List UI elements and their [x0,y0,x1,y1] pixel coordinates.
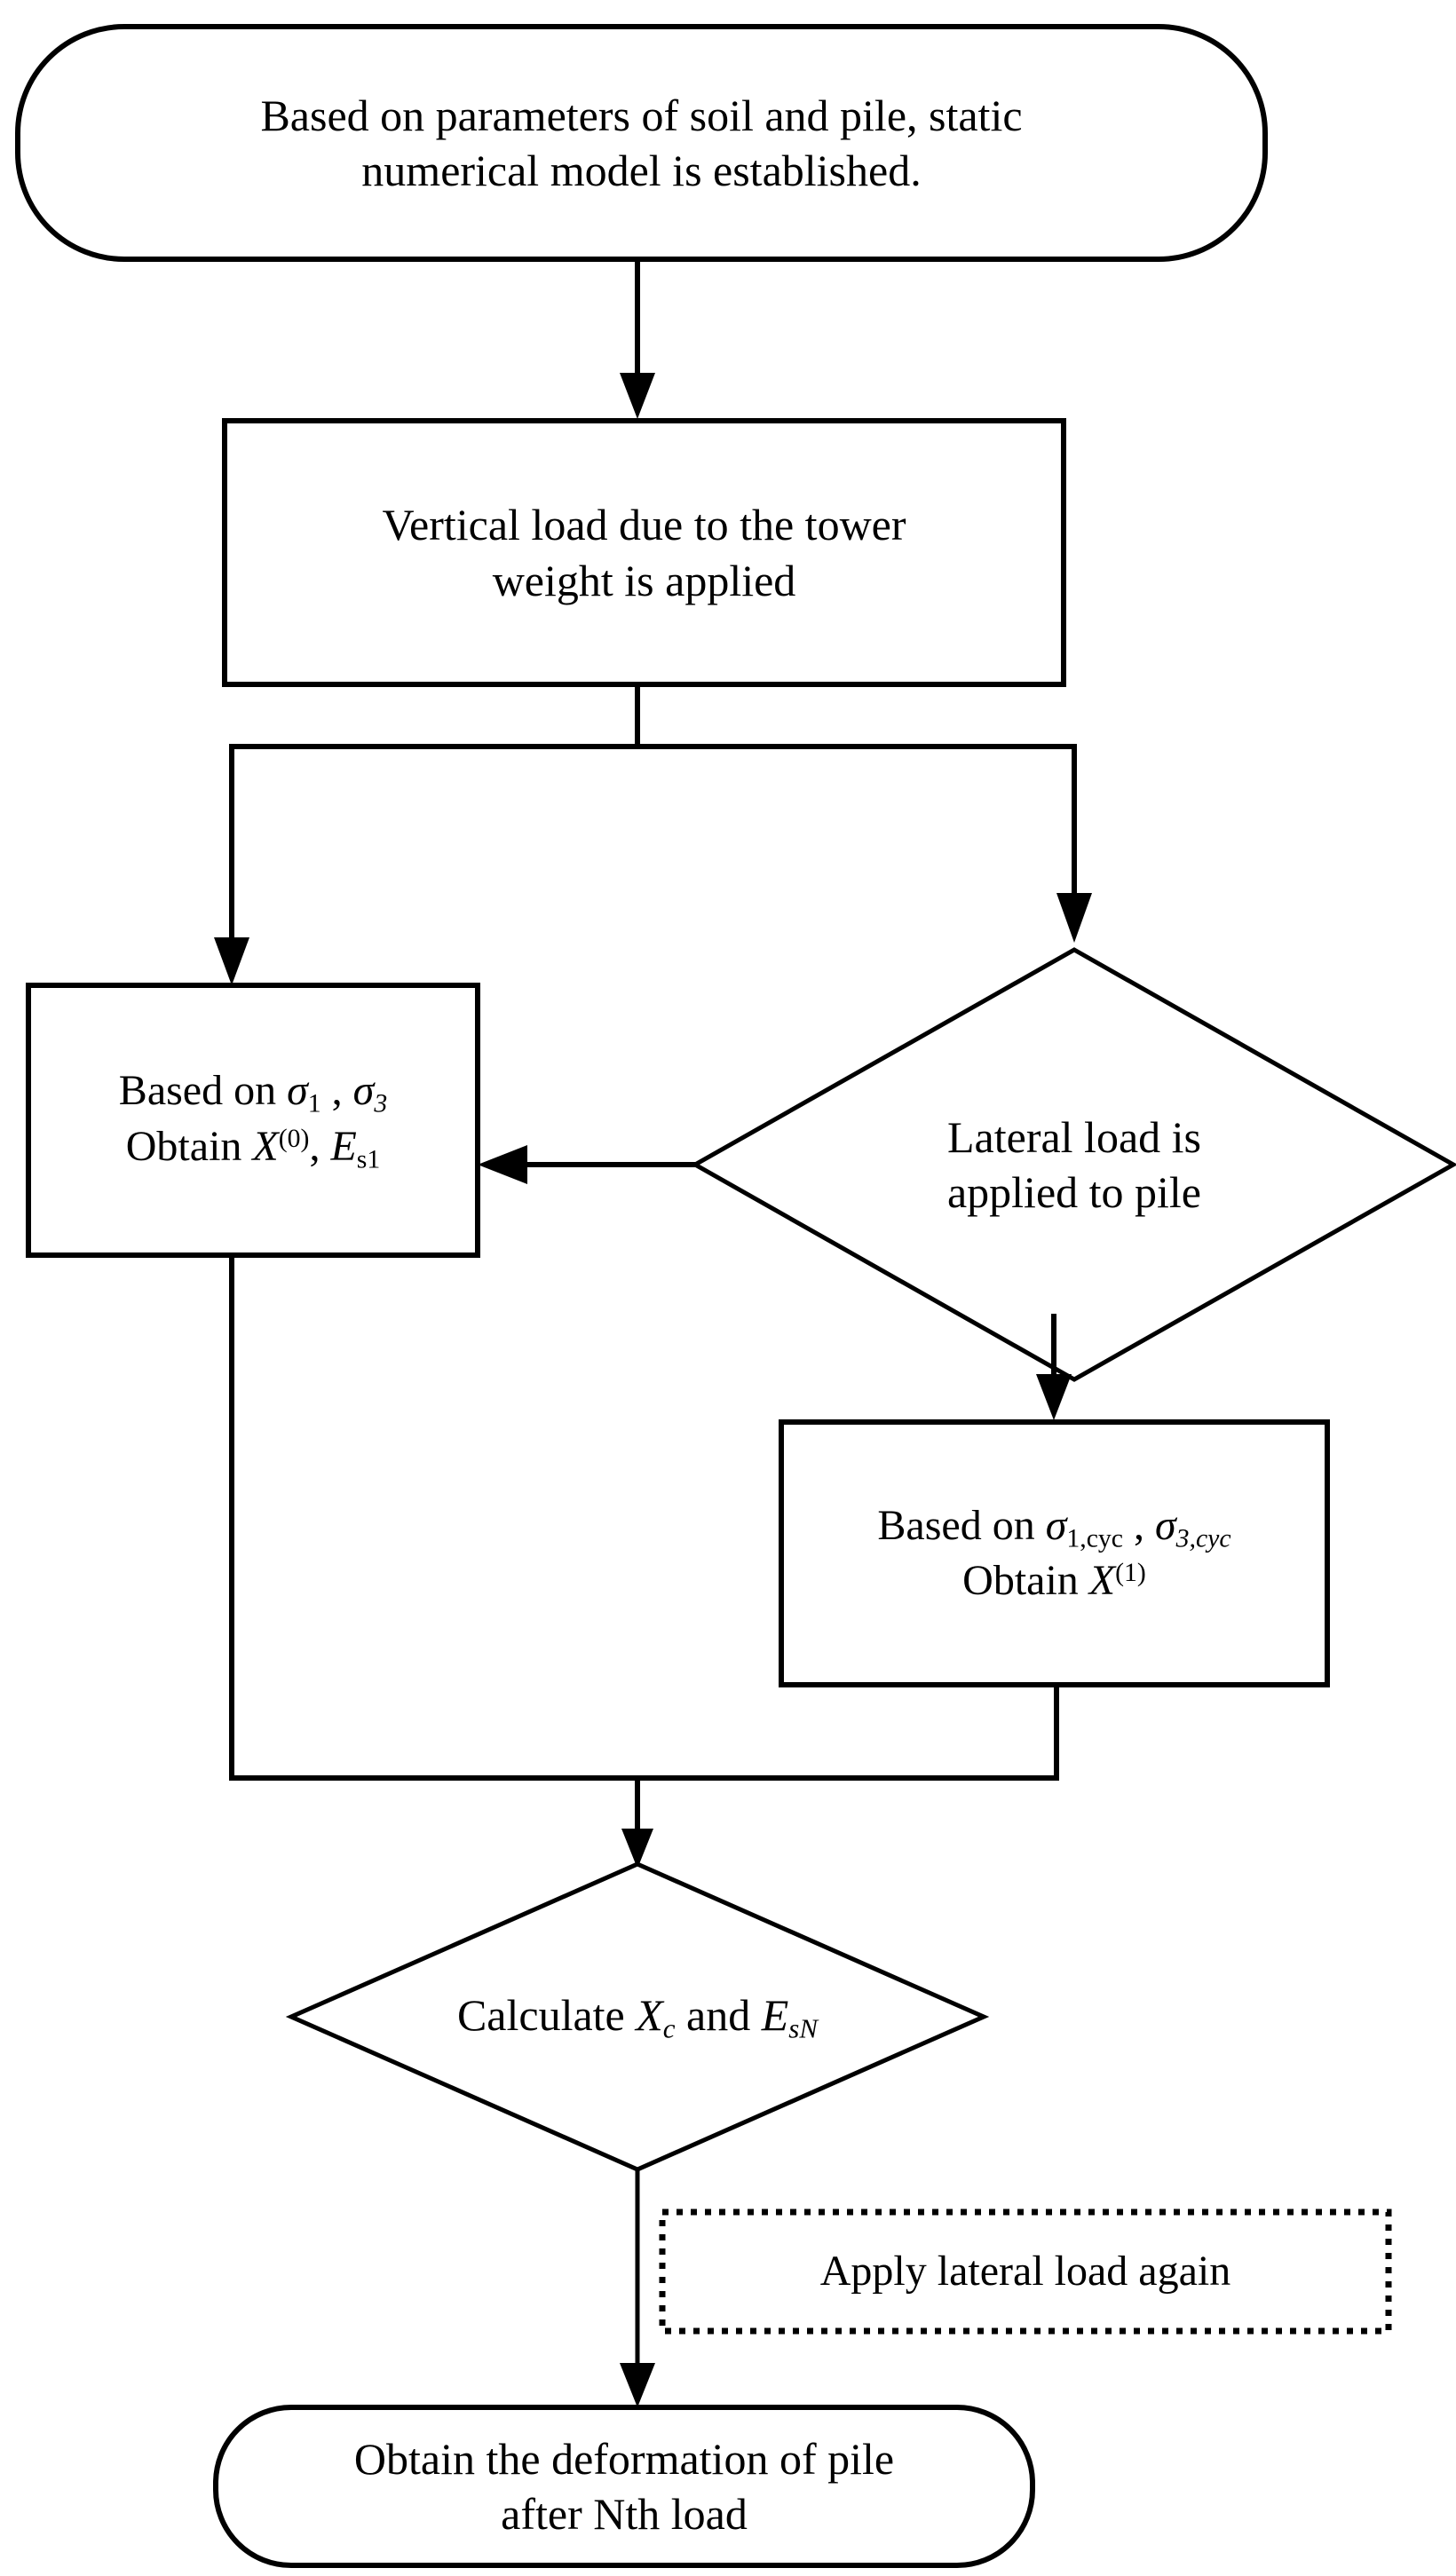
obtain-separator: , [309,1123,331,1170]
apply-again-label: Apply lateral load again [662,2212,1389,2331]
sigma-1cyc-symbol: σ [1045,1501,1067,1549]
x-symbol: X [252,1123,279,1170]
arrowhead-calculate-to-end [620,2363,655,2407]
vertical-load-line-1: Vertical load due to the tower [382,500,906,549]
vertical-load-shape [222,418,1066,687]
sigma-1-symbol: σ [287,1067,308,1115]
cyclic-state-label: Based on σ1,cyc , σ3,cyc Obtain X(1) [781,1422,1327,1685]
cyclic-state-separator: , [1122,1501,1155,1549]
end-terminal-label: Obtain the deformation of pile after Nth… [216,2407,1033,2565]
vertical-load-line-2: weight is applied [492,555,796,605]
static-state-label: Based on σ1 , σ3 Obtain X(0), Es1 [28,985,478,1255]
sigma-3cyc-symbol: σ [1154,1501,1176,1549]
arrowhead-split-left [214,937,249,985]
sigma-3cyc-subscript: 3,cyc [1175,1523,1231,1553]
apply-again-text: Apply lateral load again [819,2248,1231,2295]
static-state-line-2: Obtain X(0), Es1 [126,1120,380,1176]
cyclic-state-prefix: Based on [877,1501,1046,1549]
arrowhead-merge-to-calculate [621,1829,653,1869]
lateral-load-shape [690,947,1456,1382]
sigma-3-subscript: 3 [374,1088,388,1118]
x1-symbol: X [1088,1557,1116,1605]
calculate-mid: and [675,1989,762,2040]
obtain-prefix: Obtain [125,1123,253,1170]
static-state-shape [26,983,480,1258]
static-state-prefix: Based on [118,1067,288,1115]
vertical-load-label: Vertical load due to the tower weight is… [225,421,1064,684]
lateral-load-line-1: Lateral load is [947,1111,1201,1162]
static-state-line-1: Based on σ1 , σ3 [119,1064,387,1120]
xc-subscript: c [662,2012,676,2044]
arrowhead-lateral-to-static [478,1145,527,1184]
start-line-2: numerical model is established. [361,146,922,195]
end-line-1: Obtain the deformation of pile [353,2433,895,2484]
x-superscript-0: (0) [278,1124,310,1154]
cyclic-state-line-2: Obtain X(1) [962,1554,1146,1608]
calculate-prefix: Calculate [456,1989,637,2040]
sigma-3-symbol: σ [352,1067,375,1115]
start-terminal-label: Based on parameters of soil and pile, st… [18,27,1265,259]
start-line-1: Based on parameters of soil and pile, st… [260,90,1023,140]
e-symbol: E [330,1123,357,1170]
xc-symbol: X [636,1989,663,2040]
lateral-load-line-2: applied to pile [946,1167,1202,1217]
cyclic-state-line-1: Based on σ1,cyc , σ3,cyc [877,1499,1230,1555]
arrowhead-start-to-vertical-load [620,373,655,419]
sigma-1cyc-subscript: 1,cyc [1066,1523,1123,1553]
arrowhead-split-right [1056,893,1092,943]
lateral-load-label: Lateral load is applied to pile [799,1040,1349,1289]
apply-again-shape [659,2209,1392,2335]
esn-subscript: sN [788,2012,819,2044]
arrowhead-lateral-to-cyclic [1036,1374,1072,1420]
calculate-label: Calculate Xc and EsN [291,1972,984,2061]
end-terminal-shape [213,2405,1035,2568]
e-subscript-s1: s1 [356,1144,381,1174]
static-state-separator: , [320,1067,353,1115]
calculate-line: Calculate Xc and EsN [457,1987,818,2046]
start-terminal-shape [15,24,1268,262]
sigma-1-subscript: 1 [307,1088,321,1118]
obtain-x1-prefix: Obtain [962,1557,1089,1605]
esn-symbol: E [761,1989,789,2040]
end-line-2: after Nth load [501,2489,748,2539]
cyclic-state-shape [779,1419,1330,1687]
x-superscript-1: (1) [1115,1558,1146,1588]
